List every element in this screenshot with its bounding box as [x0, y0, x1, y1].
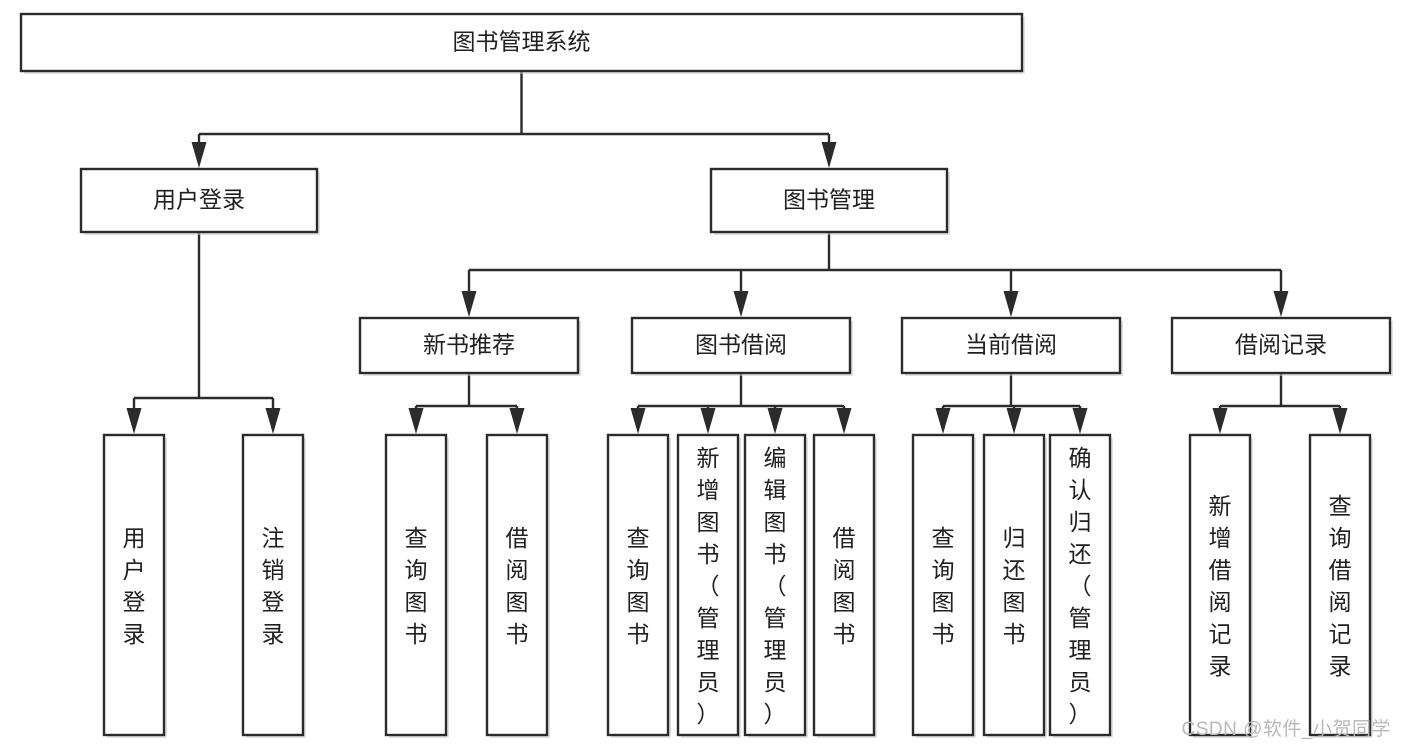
node-box-leaf-borrow-book-2[interactable]	[812, 433, 876, 737]
node-box-leaf-user-login[interactable]	[102, 433, 166, 737]
node-box-leaf-edit-book[interactable]	[743, 433, 807, 737]
node-box-leaf-query-book-2[interactable]	[606, 433, 670, 737]
node-book-manage[interactable]: 图书管理	[709, 167, 950, 235]
node-leaf-return-book[interactable]: 归还图书	[982, 433, 1047, 738]
node-leaf-user-login[interactable]: 用户登录	[102, 433, 167, 738]
node-label-leaf-borrow-book-2: 借阅图书	[833, 525, 856, 647]
node-leaf-logout[interactable]: 注销登录	[241, 433, 306, 738]
node-box-leaf-borrow-book-1[interactable]	[485, 433, 549, 737]
connector-group-new-book-rec	[408, 373, 525, 434]
node-box-leaf-logout[interactable]	[241, 433, 305, 737]
node-box-borrow-record[interactable]	[1170, 316, 1392, 375]
node-label-leaf-query-book-1: 查询图书	[405, 525, 428, 647]
node-box-leaf-query-book-1[interactable]	[384, 433, 448, 737]
node-label-leaf-edit-book: 编辑图书（管理员）	[764, 445, 787, 727]
node-leaf-edit-book[interactable]: 编辑图书（管理员）	[743, 433, 808, 738]
node-box-leaf-add-book[interactable]	[676, 433, 740, 737]
connector-group-current-borrow	[935, 373, 1088, 434]
node-box-leaf-query-book-3[interactable]	[911, 433, 975, 737]
node-box-book-manage[interactable]	[709, 167, 949, 234]
node-label-leaf-borrow-book-1: 借阅图书	[506, 525, 529, 647]
node-label-book-manage: 图书管理	[783, 187, 875, 213]
node-label-new-book-rec: 新书推荐	[423, 332, 515, 358]
node-box-user-login[interactable]	[79, 167, 319, 234]
node-borrow-record[interactable]: 借阅记录	[1170, 316, 1393, 376]
node-label-current-borrow: 当前借阅	[965, 332, 1057, 358]
connector-group-user-login	[126, 232, 281, 434]
node-label-leaf-query-book-2: 查询图书	[627, 525, 650, 647]
node-label-leaf-logout: 注销登录	[262, 525, 285, 647]
connector-group-borrow-record	[1212, 373, 1348, 434]
node-leaf-query-record[interactable]: 查询借阅记录	[1308, 433, 1373, 738]
node-box-root[interactable]	[19, 12, 1024, 73]
node-label-leaf-return-book: 归还图书	[1003, 525, 1026, 647]
node-label-book-borrow: 图书借阅	[695, 332, 787, 358]
node-leaf-query-book-3[interactable]: 查询图书	[911, 433, 976, 738]
node-label-leaf-query-record: 查询借阅记录	[1329, 493, 1352, 679]
node-label-leaf-add-book: 新增图书（管理员）	[697, 445, 720, 727]
connector-group-root	[191, 71, 837, 168]
node-box-current-borrow[interactable]	[900, 316, 1122, 375]
node-leaf-query-book-1[interactable]: 查询图书	[384, 433, 449, 738]
node-user-login[interactable]: 用户登录	[79, 167, 320, 235]
node-leaf-add-record[interactable]: 新增借阅记录	[1188, 433, 1253, 738]
node-label-leaf-add-record: 新增借阅记录	[1209, 493, 1232, 679]
node-box-leaf-confirm-return[interactable]	[1048, 433, 1112, 737]
node-label-leaf-confirm-return: 确认归还（管理员）	[1069, 445, 1092, 727]
node-box-leaf-return-book[interactable]	[982, 433, 1046, 737]
csdn-watermark: CSDN @软件_小贺同学	[1181, 719, 1391, 740]
connectors-layer	[126, 71, 1348, 434]
node-label-root: 图书管理系统	[453, 29, 591, 55]
node-box-book-borrow[interactable]	[630, 316, 852, 375]
node-label-leaf-user-login: 用户登录	[123, 525, 146, 647]
nodes-layer: 图书管理系统用户登录图书管理新书推荐图书借阅当前借阅借阅记录用户登录注销登录查询…	[19, 12, 1393, 738]
node-leaf-confirm-return[interactable]: 确认归还（管理员）	[1048, 433, 1113, 738]
connector-group-book-borrow	[630, 373, 852, 434]
connector-group-book-manage	[461, 232, 1289, 317]
node-box-leaf-query-record[interactable]	[1308, 433, 1372, 737]
node-label-user-login: 用户登录	[153, 187, 245, 213]
node-new-book-rec[interactable]: 新书推荐	[358, 316, 581, 376]
node-box-new-book-rec[interactable]	[358, 316, 580, 375]
node-leaf-query-book-2[interactable]: 查询图书	[606, 433, 671, 738]
node-root[interactable]: 图书管理系统	[19, 12, 1025, 74]
node-current-borrow[interactable]: 当前借阅	[900, 316, 1123, 376]
node-box-leaf-add-record[interactable]	[1188, 433, 1252, 737]
node-book-borrow[interactable]: 图书借阅	[630, 316, 853, 376]
node-leaf-borrow-book-1[interactable]: 借阅图书	[485, 433, 550, 738]
node-leaf-add-book[interactable]: 新增图书（管理员）	[676, 433, 741, 738]
node-leaf-borrow-book-2[interactable]: 借阅图书	[812, 433, 877, 738]
node-label-borrow-record: 借阅记录	[1235, 332, 1327, 358]
node-label-leaf-query-book-3: 查询图书	[932, 525, 955, 647]
